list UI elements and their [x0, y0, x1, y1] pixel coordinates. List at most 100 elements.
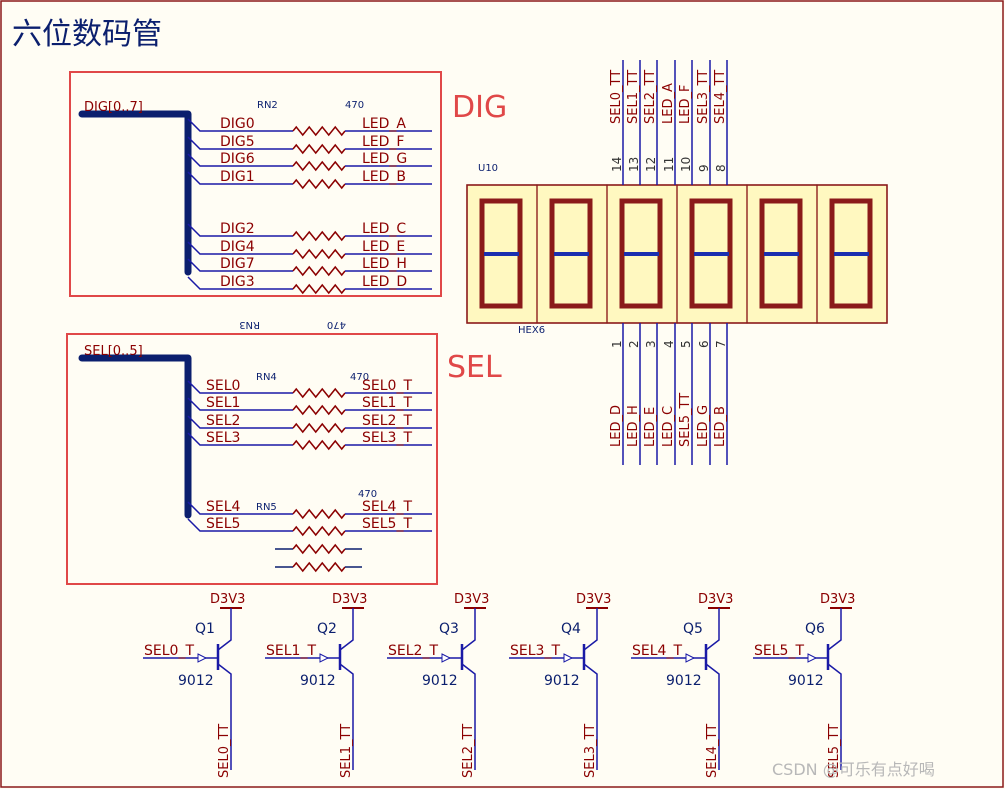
- dig-row: DIG6 LED_G: [187, 151, 432, 172]
- emitter-wire: [827, 608, 842, 651]
- led-net-label: LED_C: [362, 221, 406, 237]
- dig-wire: [187, 171, 293, 185]
- sel-rn-bottom-name: RN5: [256, 502, 277, 513]
- dig-net-label: DIG3: [220, 274, 255, 290]
- supply-label: D3V3: [332, 592, 367, 607]
- dig-net-label: DIG6: [220, 151, 255, 167]
- sel-net-label: SEL5: [206, 516, 240, 532]
- emitter-wire: [705, 608, 720, 651]
- spare-resistor-symbol: [292, 543, 346, 555]
- sel-out-label: SEL0_T: [362, 378, 412, 394]
- collector-wire: [583, 663, 598, 770]
- input-port-arrow: [319, 653, 330, 663]
- resistor-symbol: [292, 283, 346, 295]
- digit-frame: [816, 184, 888, 324]
- pin-number: 11: [662, 157, 676, 172]
- resistor-symbol: [292, 439, 346, 451]
- transistor-part: 9012: [788, 673, 824, 689]
- resistor-symbol: [292, 525, 346, 537]
- led-net-label: LED_D: [362, 274, 407, 290]
- sel-net-label: SEL3: [206, 430, 240, 446]
- resistor-symbol: [292, 422, 346, 434]
- dig-wire: [187, 258, 293, 272]
- base-net-label: SEL3_T: [510, 643, 560, 659]
- input-port-arrow: [563, 653, 574, 663]
- sel-bus-label: SEL[0..5]: [84, 344, 143, 359]
- pin-net-label: SEL5_TT: [678, 393, 693, 447]
- digit-cell: [816, 184, 888, 324]
- sel-highlight-box: [66, 333, 438, 585]
- digit-outline: [549, 198, 593, 309]
- sel-row: SEL3 SEL3_T: [187, 430, 432, 451]
- spare-resistor-symbol: [292, 561, 346, 573]
- pin-net-label: SEL4_TT: [713, 70, 728, 124]
- dig-row: DIG3 LED_D: [187, 274, 432, 295]
- resistor-symbol: [292, 178, 346, 190]
- pin-net-label: LED_D: [609, 405, 624, 447]
- pin-net-label: LED_F: [678, 85, 693, 124]
- sel-net-label: SEL1: [206, 395, 240, 411]
- transistor-ref: Q6: [805, 621, 825, 637]
- input-port-arrow: [441, 653, 452, 663]
- led-net-label: LED_G: [362, 151, 407, 167]
- digit-outline: [619, 198, 663, 309]
- dig-bus-label: DIG[0..7]: [84, 100, 143, 115]
- base-net-label: SEL2_T: [388, 643, 438, 659]
- dig-wire: [187, 153, 293, 167]
- display-top-pin: 11 LED_A: [661, 60, 676, 185]
- display-part: HEX6: [518, 325, 545, 336]
- sel-out-label: SEL3_T: [362, 430, 412, 446]
- sel-wire: [187, 432, 293, 446]
- collector-net-label: SEL2_TT: [461, 724, 476, 778]
- sel-net-label: SEL0: [206, 378, 240, 394]
- base-net-label: SEL4_T: [632, 643, 682, 659]
- collector-wire: [339, 663, 354, 770]
- transistor-row: D3V3Q19012SEL0_TSEL0_TTD3V3Q29012SEL1_TS…: [143, 592, 855, 778]
- resistor-symbol: [292, 125, 346, 137]
- dig-rn-top-value: 470: [345, 100, 364, 111]
- sel-section-label: SEL: [447, 350, 502, 385]
- sel-out-label: SEL5_T: [362, 516, 412, 532]
- pin-number: 3: [644, 340, 658, 348]
- transistor-part: 9012: [300, 673, 336, 689]
- supply-label: D3V3: [820, 592, 855, 607]
- pin-net-label: LED_A: [661, 83, 676, 124]
- led-net-label: LED_A: [362, 116, 406, 132]
- dig-net-label: DIG2: [220, 221, 255, 237]
- led-net-label: LED_E: [362, 239, 405, 255]
- transistor-ref: Q3: [439, 621, 459, 637]
- sel-wire: [187, 397, 293, 411]
- pin-net-label: SEL2_TT: [643, 70, 658, 124]
- resistor-symbol: [292, 387, 346, 399]
- collector-wire: [705, 663, 720, 770]
- pin-number: 6: [697, 340, 711, 348]
- dig-net-label: DIG7: [220, 256, 255, 272]
- transistor-ref: Q1: [195, 621, 215, 637]
- collector-wire: [461, 663, 476, 770]
- digit-cell: [606, 184, 678, 324]
- pin-number: 9: [697, 164, 711, 172]
- supply-label: D3V3: [454, 592, 489, 607]
- resistor-symbol: [292, 143, 346, 155]
- sel-rn-bottom-value: 470: [358, 489, 377, 500]
- sel-row: SEL5 SEL5_T: [187, 516, 432, 537]
- input-port-arrow: [685, 653, 696, 663]
- collector-net-label: SEL0_TT: [217, 724, 232, 778]
- sel-rn-top-value: 470: [350, 372, 369, 383]
- pin-net-label: LED_E: [643, 407, 658, 447]
- seven-segment-display: [466, 184, 888, 324]
- digit-outline: [759, 198, 803, 309]
- transistor-ref: Q5: [683, 621, 703, 637]
- emitter-wire: [583, 608, 598, 651]
- sel-bus-line: [78, 354, 192, 519]
- transistor-part: 9012: [422, 673, 458, 689]
